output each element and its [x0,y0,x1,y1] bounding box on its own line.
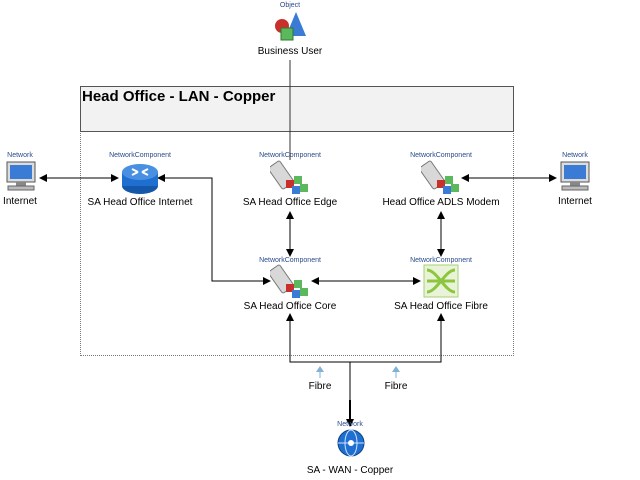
sa-edge-label: SA Head Office Edge [242,197,338,208]
globe-network-icon [337,429,365,457]
sa-internet-label: SA Head Office Internet [87,197,193,208]
fibre-arrowhead-left [316,366,324,372]
connector-wan-core [286,313,351,418]
edge-label-fibre-right: Fibre [384,381,408,392]
computer-icon [560,161,590,191]
boundary-title: Head Office - LAN - Copper [82,88,276,105]
fibre-arrowhead-right [392,366,400,372]
internet-left-stereotype: Network [7,152,33,159]
computer-icon [6,161,36,191]
network-component-icon [270,264,308,298]
sa-fibre-label: SA Head Office Fibre [394,301,488,312]
connector-internet-core [157,174,271,285]
sa-core-stereotype: NetworkComponent [259,257,321,264]
network-component-icon [270,160,308,194]
object-icon [275,12,306,41]
adls-modem-label: Head Office ADLS Modem [382,197,500,208]
internet-right-label: Internet [558,196,592,207]
business-user-stereotype: Object [279,2,301,9]
adls-modem-stereotype: NetworkComponent [410,152,472,159]
business-user-label: Business User [257,46,323,57]
connector-wan-fibre [350,313,445,363]
sa-edge-stereotype: NetworkComponent [259,152,321,159]
internet-left-label: Internet [3,196,37,207]
sa-core-label: SA Head Office Core [243,301,337,312]
network-component-icon [421,160,459,194]
wan-label: SA - WAN - Copper [306,465,394,476]
router-icon [122,164,158,194]
edge-label-fibre-left: Fibre [308,381,332,392]
wan-stereotype: Network [337,421,363,428]
fibre-switch-icon [423,264,459,298]
sa-fibre-stereotype: NetworkComponent [410,257,472,264]
boundary-header [80,86,514,132]
internet-right-stereotype: Network [562,152,588,159]
sa-internet-stereotype: NetworkComponent [109,152,171,159]
